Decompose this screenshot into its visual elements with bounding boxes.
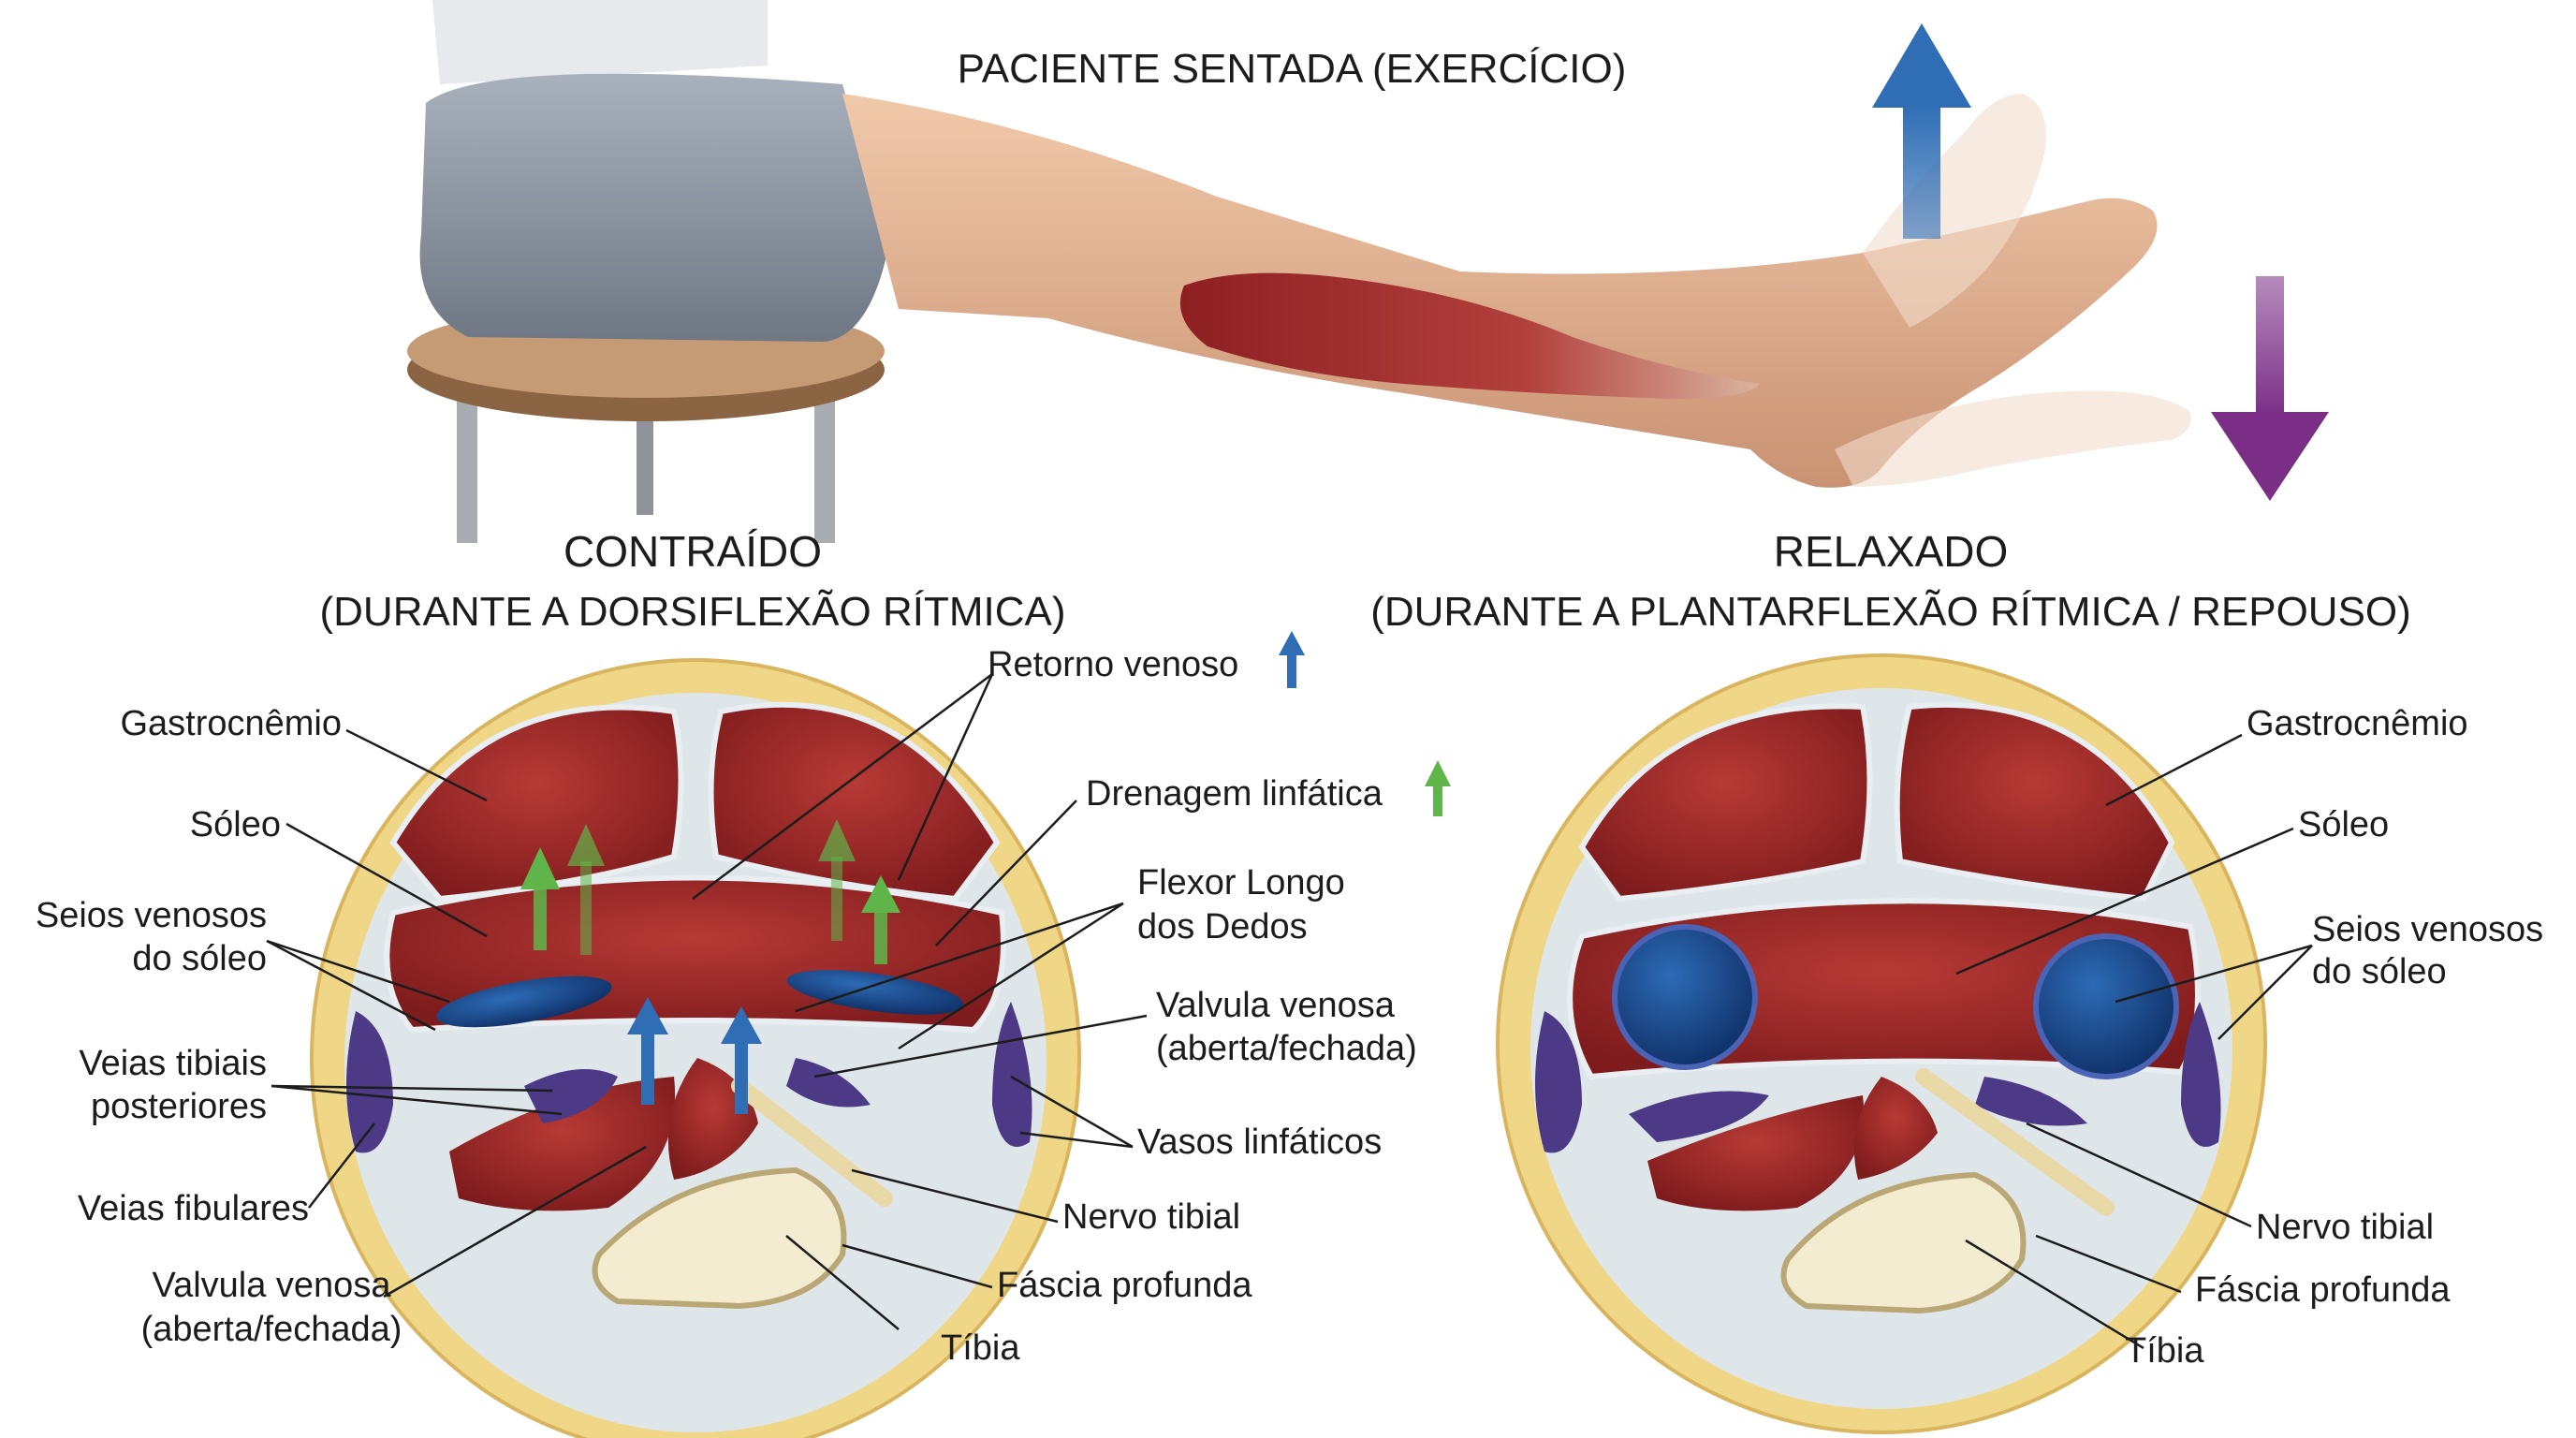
calf-muscle	[1179, 272, 1760, 399]
relaxed-title: RELAXADO	[1774, 527, 2009, 576]
contracted-subtitle: (DURANTE A DORSIFLEXÃO RÍTMICA)	[320, 588, 1066, 635]
soleal-sinus-left	[436, 976, 612, 1028]
label-posterior-tibial-veins-1: Veias tibiais	[79, 1044, 267, 1083]
label-fdl-2: dos Dedos	[1137, 907, 1308, 946]
label-lymph-drainage: Drenagem linfática	[1086, 774, 1383, 814]
fibular-vein-left-relaxed	[1535, 1011, 1582, 1153]
label-posterior-tibial-veins-2: posteriores	[91, 1087, 267, 1126]
contracted-title: CONTRAÍDO	[564, 527, 822, 576]
tibial-nerve-relaxed	[1915, 1068, 2115, 1216]
gastrocnemius-medial-head-relaxed	[1578, 703, 1873, 902]
venous-return-arrows	[627, 997, 762, 1114]
relaxed-subtitle: (DURANTE A PLANTARFLEXÃO RÍTMICA / REPOU…	[1370, 588, 2411, 635]
label-soleus-left: Sóleo	[190, 805, 281, 844]
tibial-nerve	[731, 1078, 893, 1207]
venous-return-legend-arrow	[1279, 631, 1305, 688]
contracted-labels: Gastrocnêmio Sóleo Seios venosos do sóle…	[36, 631, 1451, 1368]
flexor-hallucis-longus	[449, 1077, 676, 1211]
label-tibia-right: Tíbia	[2125, 1331, 2204, 1371]
foot-plantarflexed-ghost	[1835, 390, 2191, 487]
fibular-vein-right-relaxed	[2181, 1002, 2221, 1147]
label-soleal-sinuses-right-2: do sóleo	[2312, 952, 2447, 991]
label-tibial-nerve-right: Nervo tibial	[2256, 1208, 2434, 1247]
label-venous-valve-right-2: (aberta/fechada)	[1156, 1029, 1417, 1068]
plantarflexion-down-arrow	[2211, 276, 2329, 501]
label-gastrocnemius-left: Gastrocnêmio	[120, 704, 342, 743]
relaxed-cross-section	[1496, 653, 2267, 1434]
soleal-sinus-left-relaxed	[1612, 924, 1758, 1070]
posterior-tibial-vein-left-relaxed	[1629, 1091, 1769, 1142]
posterior-tibial-vein-right-relaxed	[1975, 1077, 2087, 1126]
label-fdl-1: Flexor Longo	[1137, 863, 1345, 902]
header-title: PACIENTE SENTADA (EXERCÍCIO)	[958, 46, 1627, 92]
leg	[842, 94, 2158, 488]
label-tibia-left: Tíbia	[941, 1328, 1020, 1368]
posterior-tibial-vein-left	[524, 1069, 618, 1123]
shirt	[432, 0, 768, 84]
tibialis-posterior-relaxed	[1853, 1077, 1938, 1180]
tibia-bone-relaxed	[1780, 1171, 2027, 1314]
label-venous-return: Retorno venoso	[988, 645, 1238, 684]
contracted-cross-section	[310, 658, 1081, 1438]
label-gastrocnemius-right: Gastrocnêmio	[2247, 704, 2468, 743]
dorsiflexion-up-arrow	[1872, 23, 1971, 239]
soleal-sinus-right-relaxed	[2033, 933, 2179, 1079]
label-venous-valve-left-2: (aberta/fechada)	[141, 1310, 402, 1349]
label-soleal-sinuses-right-1: Seios venosos	[2312, 910, 2543, 949]
label-soleus-right: Sóleo	[2298, 805, 2389, 844]
label-venous-valve-right-1: Valvula venosa	[1156, 986, 1396, 1025]
posterior-tibial-vein-right	[786, 1058, 871, 1108]
shorts	[419, 73, 889, 342]
seated-leg-illustration	[407, 0, 2329, 543]
label-deep-fascia-right: Fáscia profunda	[2195, 1270, 2451, 1310]
label-tibial-nerve-left: Nervo tibial	[1062, 1197, 1240, 1237]
fibular-vein-left	[346, 1011, 393, 1153]
label-venous-valve-left-1: Valvula venosa	[153, 1266, 392, 1305]
lymph-drainage-legend-arrow	[1425, 760, 1451, 816]
soleal-sinus-right	[786, 970, 964, 1015]
label-soleal-sinuses-left-1: Seios venosos	[36, 896, 267, 935]
label-deep-fascia-left: Fáscia profunda	[997, 1266, 1252, 1305]
relaxed-labels: Gastrocnêmio Sóleo Seios venosos do sóle…	[2125, 704, 2543, 1371]
tibia-bone	[592, 1167, 847, 1310]
lymphatic-drainage-arrows	[520, 819, 900, 964]
label-lymph-vessels: Vasos linfáticos	[1137, 1123, 1382, 1162]
relaxed-leader-lines	[1955, 733, 2313, 1350]
foot-dorsiflexed-ghost	[1863, 94, 2046, 328]
flexor-hallucis-longus-relaxed	[1647, 1095, 1865, 1211]
gastrocnemius-lateral-head-relaxed	[1894, 701, 2175, 902]
contracted-leader-lines	[266, 673, 1148, 1330]
label-soleal-sinuses-left-2: do sóleo	[132, 939, 267, 978]
label-fibular-veins: Veias fibulares	[78, 1189, 309, 1228]
